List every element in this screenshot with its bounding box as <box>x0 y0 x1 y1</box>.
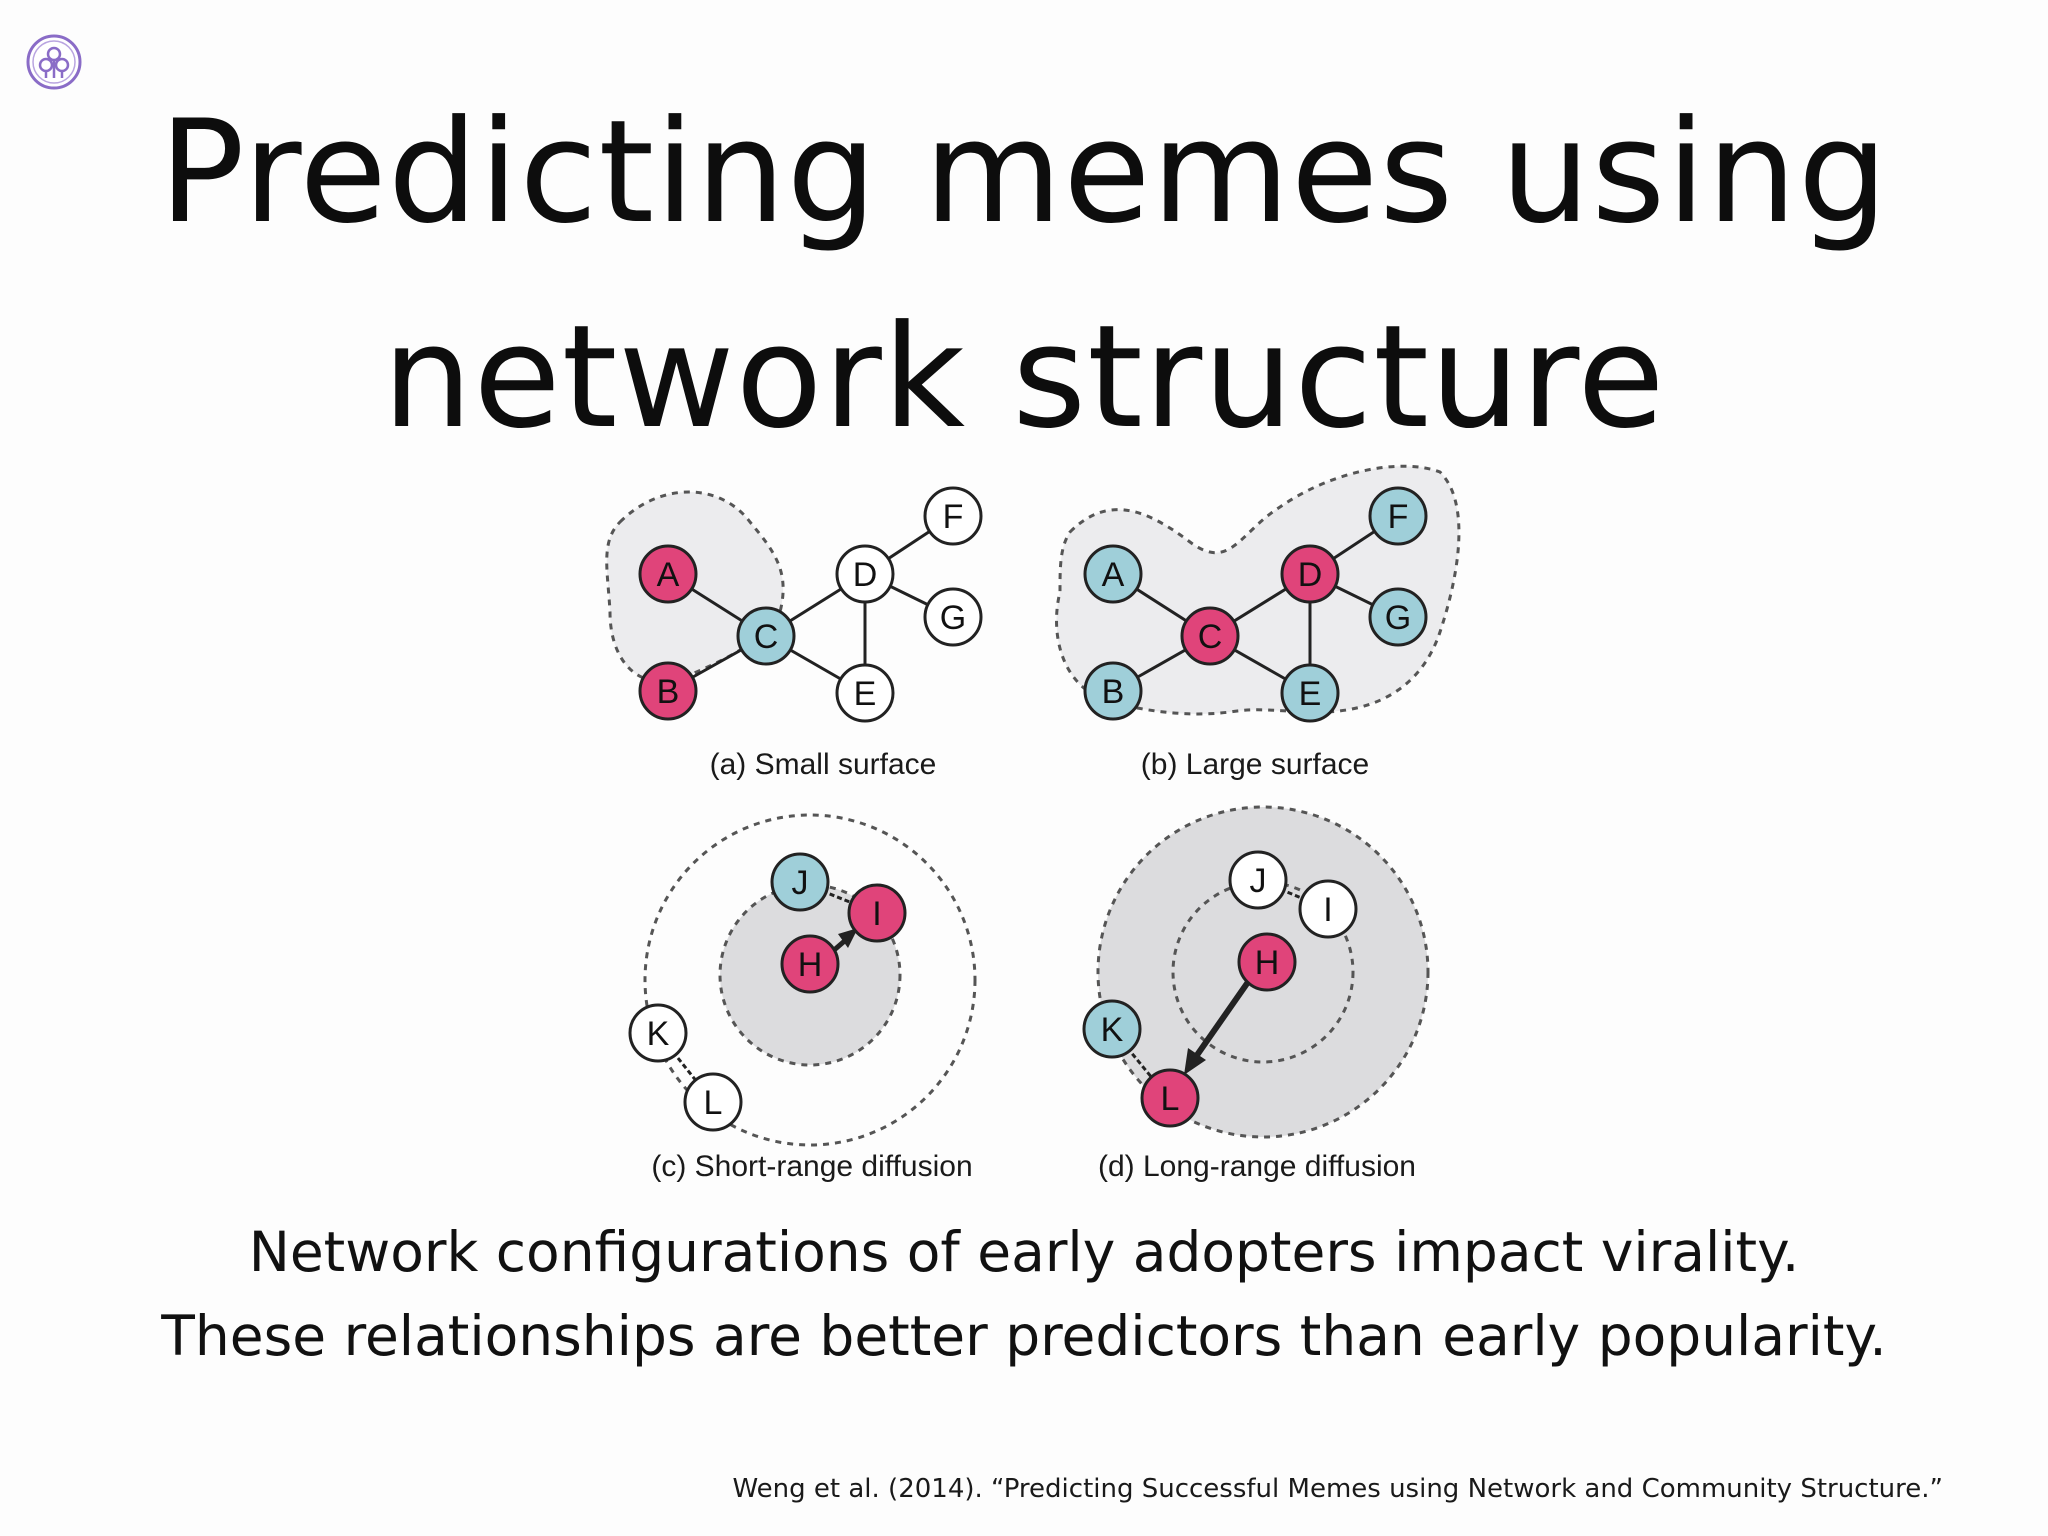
svg-text:B: B <box>1102 673 1125 711</box>
svg-text:G: G <box>1385 599 1411 637</box>
panel-b-label: (b) Large surface <box>1141 748 1369 781</box>
svg-text:K: K <box>1101 1011 1124 1049</box>
slide-title-line-1: Predicting memes using <box>159 90 1889 255</box>
svg-text:G: G <box>940 599 966 637</box>
svg-text:I: I <box>872 895 881 933</box>
svg-text:I: I <box>1323 891 1332 929</box>
caption-line-1: Network configurations of early adopters… <box>248 1220 1800 1284</box>
node-a-E: E <box>835 663 895 723</box>
svg-text:D: D <box>853 556 878 594</box>
node-d-J: J <box>1228 850 1288 910</box>
slide-title-line-2: network structure <box>382 295 1666 460</box>
node-b-G: G <box>1368 587 1428 647</box>
panel-b: A B C D E F G (b) Large surface <box>1055 464 1461 781</box>
node-c-K: K <box>628 1003 688 1063</box>
svg-text:J: J <box>1250 862 1267 900</box>
panel-c: J I H K L (c) Short-range diffusion <box>628 813 977 1183</box>
node-a-A: A <box>638 544 698 604</box>
svg-text:E: E <box>1299 675 1322 713</box>
svg-text:C: C <box>1198 618 1223 656</box>
arrowhead-c <box>838 928 858 948</box>
svg-text:A: A <box>1102 556 1125 594</box>
svg-text:E: E <box>854 675 877 713</box>
node-a-G: G <box>923 587 983 647</box>
node-a-F: F <box>923 486 983 546</box>
node-b-A: A <box>1083 544 1143 604</box>
panel-c-label: (c) Short-range diffusion <box>651 1150 972 1183</box>
slide-caption: Network configurations of early adopters… <box>0 1210 2048 1378</box>
svg-text:L: L <box>1161 1080 1180 1118</box>
caption-line-2: These relationships are better predictor… <box>161 1304 1887 1368</box>
node-c-J: J <box>770 852 830 912</box>
node-b-C: C <box>1180 606 1240 666</box>
node-d-K: K <box>1082 999 1142 1059</box>
citation: Weng et al. (2014). “Predicting Successf… <box>732 1474 1943 1504</box>
slide-title: Predicting memes using network structure <box>0 70 2048 480</box>
svg-text:J: J <box>792 864 809 902</box>
panel-a-label: (a) Small surface <box>710 748 937 781</box>
arrowhead-d <box>1184 1048 1206 1075</box>
edge-c-ji <box>799 880 878 915</box>
node-b-D: D <box>1280 544 1340 604</box>
svg-text:K: K <box>647 1015 670 1053</box>
svg-text:B: B <box>657 673 680 711</box>
node-a-C: C <box>736 606 796 666</box>
panel-d: J I H K L (d) Long-range diffusion <box>1082 805 1430 1183</box>
svg-text:F: F <box>943 498 964 536</box>
node-c-L: L <box>683 1072 743 1132</box>
node-d-L: L <box>1140 1068 1200 1128</box>
panel-d-label: (d) Long-range diffusion <box>1098 1150 1416 1183</box>
node-c-I: I <box>847 883 907 943</box>
edge-d-kl <box>1110 1028 1168 1096</box>
svg-text:A: A <box>657 556 680 594</box>
svg-text:D: D <box>1298 556 1323 594</box>
university-seal-icon <box>26 34 82 90</box>
panel-c-outer-ring <box>643 813 977 1147</box>
svg-text:H: H <box>1255 944 1280 982</box>
panel-b-surface-region <box>1055 464 1461 716</box>
node-b-E: E <box>1280 663 1340 723</box>
node-d-I: I <box>1298 879 1358 939</box>
svg-text:H: H <box>798 946 823 984</box>
svg-text:L: L <box>704 1084 723 1122</box>
node-a-B: B <box>638 661 698 721</box>
panel-a: A B C D E F G (a) Small surface <box>605 486 983 781</box>
svg-text:F: F <box>1388 498 1409 536</box>
node-c-H: H <box>780 934 840 994</box>
node-b-F: F <box>1368 486 1428 546</box>
svg-text:C: C <box>754 618 779 656</box>
node-b-B: B <box>1083 661 1143 721</box>
node-d-H: H <box>1237 932 1297 992</box>
node-a-D: D <box>835 544 895 604</box>
network-figure: A B C D E F G (a) Small surface A B C D … <box>605 464 1461 1183</box>
